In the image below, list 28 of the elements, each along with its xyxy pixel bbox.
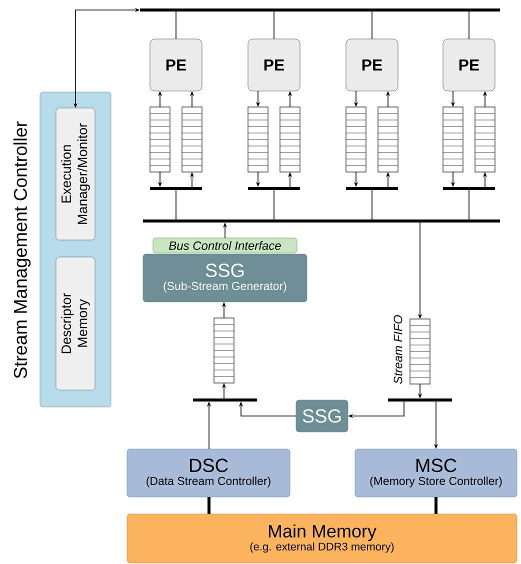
controller-box: MSC (Memory Store Controller) (354, 448, 518, 498)
fifo-queue (248, 106, 268, 172)
generator-box: SSG (296, 400, 348, 432)
fifo-queue (346, 106, 366, 172)
module-box: Descriptor Memory (56, 256, 96, 390)
connector-line (468, 190, 470, 220)
fifo-queue (378, 106, 398, 172)
processing-element-box: PE (442, 38, 496, 92)
fifo-queue (280, 106, 300, 172)
module-box: Execution Manager/Monitor (56, 108, 96, 240)
processing-element-box: PE (346, 38, 398, 92)
processing-element-box: PE (150, 38, 202, 92)
fifo-queue (214, 318, 234, 384)
memory-box: Main Memory (e.g. external DDR3 memory) (126, 514, 518, 564)
generator-box: SSG (Sub-Stream Generator) (142, 254, 308, 302)
controller-box: DSC (Data Stream Controller) (126, 448, 290, 498)
fifo-queue (150, 106, 170, 172)
connector-line (208, 497, 210, 514)
processing-element-box: PE (248, 38, 300, 92)
connector-line (468, 11, 470, 40)
node-label: Stream Management Controller (13, 121, 31, 378)
fifo-queue (182, 106, 202, 172)
connector-line (434, 497, 438, 514)
fifo-queue (442, 106, 464, 172)
interface-tab: Bus Control Interface (152, 238, 298, 254)
node-label: Stream FIFO (394, 315, 402, 384)
fifo-queue (474, 106, 496, 172)
fifo-queue: Stream FIFO (394, 315, 430, 384)
